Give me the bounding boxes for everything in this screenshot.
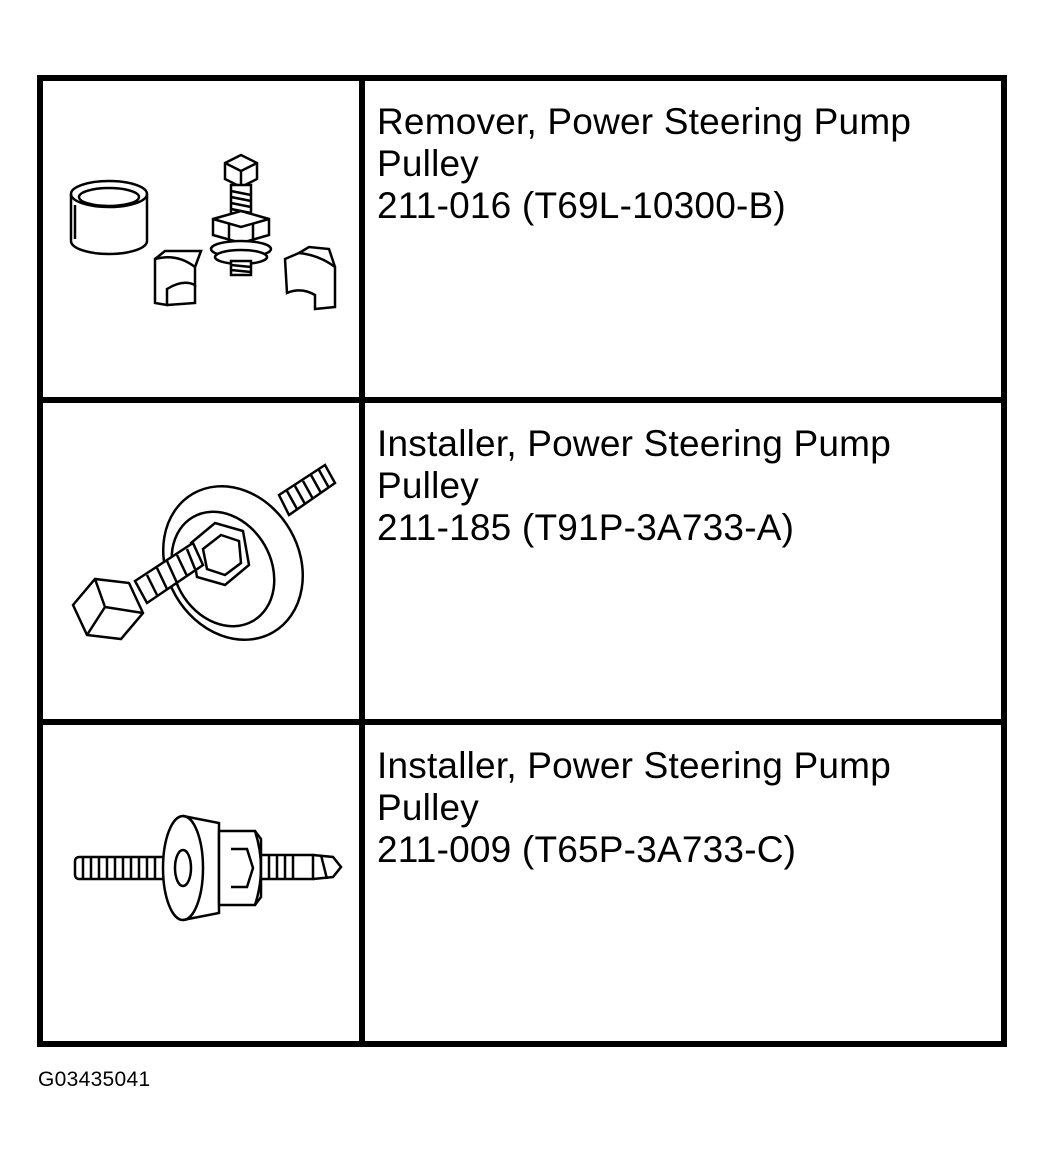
special-tools-table: Remover, Power Steering Pump Pulley 211-… bbox=[37, 75, 1007, 1047]
tool-number: 211-016 (T69L-10300-B) bbox=[377, 185, 786, 226]
figure-id: G03435041 bbox=[38, 1068, 151, 1091]
pulley-installer-screw-icon bbox=[73, 814, 343, 922]
tool-description-cell: Installer, Power Steering Pump Pulley 21… bbox=[359, 719, 1007, 1047]
pulley-remover-set-icon bbox=[69, 153, 337, 311]
tool-description-cell: Installer, Power Steering Pump Pulley 21… bbox=[359, 397, 1007, 725]
tool-name-continued: Pulley bbox=[377, 143, 479, 184]
tool-image-cell bbox=[37, 719, 365, 1047]
tool-description-cell: Remover, Power Steering Pump Pulley 211-… bbox=[359, 75, 1007, 403]
tool-name: Installer, Power Steering Pump bbox=[377, 745, 891, 786]
tool-row-2: Installer, Power Steering Pump Pulley 21… bbox=[37, 397, 1007, 725]
tool-name: Installer, Power Steering Pump bbox=[377, 423, 891, 464]
tool-row-1: Remover, Power Steering Pump Pulley 211-… bbox=[37, 75, 1007, 403]
pulley-installer-bolt-icon bbox=[71, 463, 337, 641]
tool-row-3: Installer, Power Steering Pump Pulley 21… bbox=[37, 719, 1007, 1047]
tool-name: Remover, Power Steering Pump bbox=[377, 101, 912, 142]
tool-name-continued: Pulley bbox=[377, 465, 479, 506]
tool-image-cell bbox=[37, 75, 365, 403]
tool-image-cell bbox=[37, 397, 365, 725]
tool-number: 211-009 (T65P-3A733-C) bbox=[377, 829, 797, 870]
tool-number: 211-185 (T91P-3A733-A) bbox=[377, 507, 795, 548]
tool-name-continued: Pulley bbox=[377, 787, 479, 828]
